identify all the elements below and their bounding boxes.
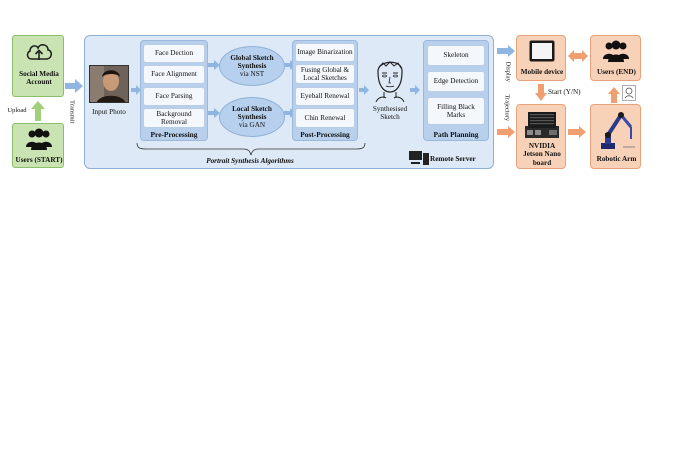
flow-arrows-pre — [208, 60, 220, 118]
global-sketch-synthesis: Global Sketch Synthesis via NST — [219, 46, 285, 86]
algorithms-bracket — [136, 142, 366, 156]
flow-arrow-sketch-path — [410, 85, 420, 95]
path-item-edge-detection: Edge Detection — [427, 71, 485, 92]
start-arrow — [535, 84, 547, 101]
robotic-arm-icon — [601, 112, 635, 149]
input-photo-label: Input Photo — [92, 108, 126, 116]
global-sketch-title: Global Sketch Synthesis — [230, 53, 274, 70]
pre-item-background-removal: Background Removal — [143, 108, 205, 128]
social-media-account-box: Social Media Account — [12, 35, 64, 97]
remote-server-label: Remote Server — [430, 155, 476, 163]
local-sketch-synthesis: Local Sketch Synthesis via GAN — [219, 97, 285, 137]
jetson-board-icon — [525, 112, 559, 138]
flow-arrow-1 — [131, 85, 141, 95]
users-start-label: Users (START) — [15, 156, 63, 164]
pre-item-face-detection: Face Dection — [143, 44, 205, 63]
post-item-fusing: Fusing Global & Local Sketches — [295, 64, 355, 84]
upload-arrow — [31, 101, 45, 121]
mobile-device-box: Mobile device — [516, 35, 566, 81]
trajectory-arrow — [497, 126, 515, 138]
flow-arrow-post-sketch — [359, 85, 369, 95]
users-icon — [603, 40, 629, 62]
path-planning-title: Path Planning — [433, 130, 479, 139]
jetson-label: NVIDIA Jetson Nano board — [523, 142, 561, 167]
cloud-upload-icon — [26, 44, 53, 60]
pre-item-face-alignment: Face Alignment — [143, 65, 205, 84]
social-media-label: Social Media Account — [19, 70, 59, 87]
tablet-icon — [529, 40, 555, 62]
robotic-arm-label: Robotic Arm — [596, 155, 637, 163]
local-sketch-sub: via GAN — [238, 121, 266, 130]
post-item-eyeball-renewal: Eyeball Renewal — [295, 87, 355, 106]
global-sketch-sub: via NST — [239, 70, 265, 79]
upload-label: Upload — [7, 107, 27, 114]
users-icon — [26, 128, 52, 150]
pre-item-face-parsing: Face Parsing — [143, 87, 205, 106]
robotic-arm-box: Robotic Arm — [590, 104, 641, 169]
display-arrow — [497, 45, 515, 57]
input-photo — [89, 65, 129, 103]
users-end-label: Users (END) — [597, 68, 636, 76]
drawing-paper-icon — [622, 85, 636, 101]
mobile-device-label: Mobile device — [520, 68, 564, 76]
algorithms-caption: Portrait Synthesis Algorithms — [206, 157, 294, 165]
users-end-box: Users (END) — [590, 35, 641, 81]
jetson-arm-arrow — [568, 126, 586, 138]
path-item-filling-black-marks: Filling Black Marks — [427, 97, 485, 125]
mobile-users-arrow — [568, 50, 588, 62]
trajectory-label: Trajectory — [503, 94, 511, 122]
transmit-arrow — [65, 79, 83, 93]
sketch-face-icon — [375, 61, 405, 102]
post-item-chin-renewal: Chin Renewal — [295, 108, 355, 128]
transmit-label: Transmit — [68, 100, 76, 124]
post-item-binarization: Image Binarization — [295, 43, 355, 62]
jetson-board-box: NVIDIA Jetson Nano board — [516, 104, 566, 169]
users-start-box: Users (START) — [12, 123, 64, 168]
post-processing-title: Post-Processing — [300, 130, 350, 139]
local-sketch-title: Local Sketch Synthesis — [232, 104, 272, 121]
arm-users-arrow — [608, 87, 620, 103]
synthesised-sketch-label: Synthesised Sketch — [372, 105, 408, 122]
server-icon — [409, 151, 429, 165]
path-item-skeleton: Skeleton — [427, 45, 485, 66]
start-yn-label: Start (Y/N) — [548, 88, 581, 96]
person-photo — [90, 66, 128, 102]
pre-processing-title: Pre-Processing — [150, 130, 198, 139]
